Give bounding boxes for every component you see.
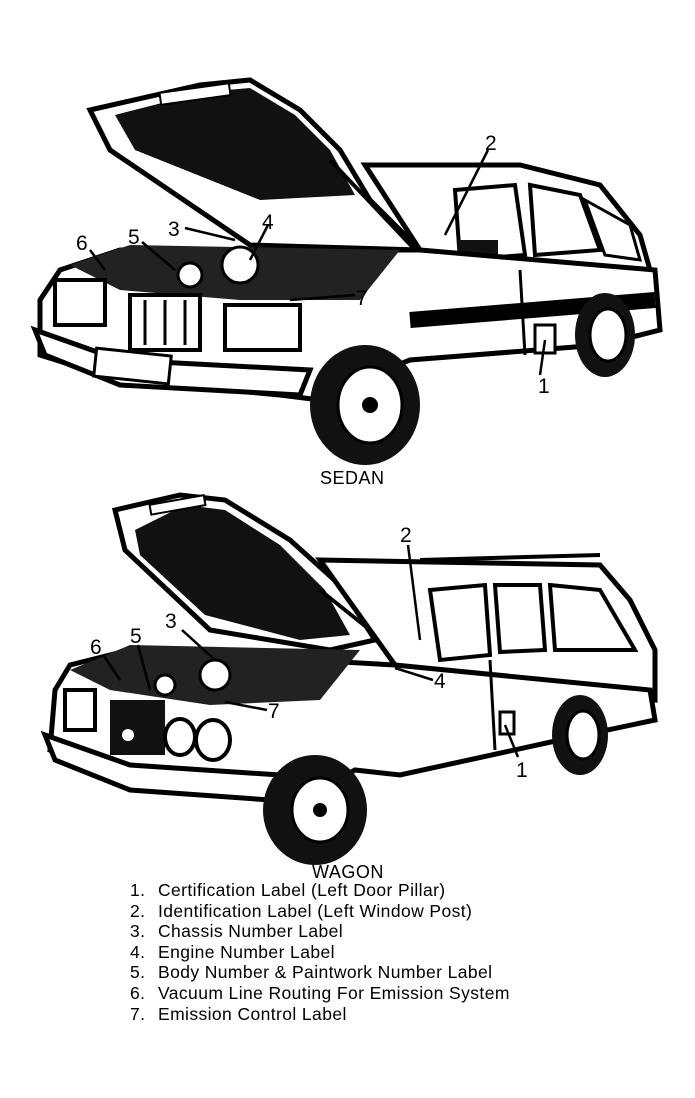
- wagon-roof-rack: [419, 553, 601, 562]
- wagon-pillar-label: [498, 710, 516, 736]
- sedan-right-headlight: [223, 303, 302, 352]
- legend-item: 7. Emission Control Label: [130, 1004, 670, 1025]
- legend-item: 6. Vacuum Line Routing For Emission Syste…: [130, 983, 670, 1004]
- wagon-callout-3: 3: [165, 610, 177, 633]
- wagon-hood-vent: [148, 494, 207, 516]
- wagon-hood-underside: [135, 505, 350, 640]
- sedan-leader-4: [248, 224, 270, 261]
- wagon-callout-6: 6: [90, 636, 102, 659]
- sedan-callout-1: 1: [538, 375, 550, 398]
- sedan-illustration: 1 2 3 4 5 6 7: [0, 60, 695, 500]
- sedan-leader-2: [443, 149, 490, 236]
- sedan-callout-2: 2: [485, 132, 497, 155]
- wagon-callout-4: 4: [434, 670, 446, 693]
- wagon-leader-6: [102, 655, 122, 681]
- legend-number: 3.: [130, 921, 146, 942]
- wagon-left-headlight: [63, 688, 97, 732]
- wagon-callout-1: 1: [516, 759, 528, 782]
- sedan-rear-window: [527, 182, 603, 258]
- wagon-right-headlight-outer: [194, 718, 232, 762]
- sedan-callout-3: 3: [168, 218, 180, 241]
- sedan-door-seam: [518, 269, 527, 356]
- sedan-pillar-label: [533, 323, 557, 355]
- sedan-drawing: 1 2 3 4 5 6 7: [30, 77, 663, 465]
- legend-number: 5.: [130, 962, 146, 983]
- legend-text: Emission Control Label: [158, 1003, 347, 1024]
- legend-text: Body Number & Paintwork Number Label: [158, 962, 493, 983]
- wagon-rear-door-window: [492, 583, 548, 655]
- wagon-rear-wheel: [565, 709, 601, 761]
- sedan-caption: SEDAN: [320, 468, 385, 488]
- sedan-quarter-window: [582, 196, 643, 262]
- sedan-callout-7: 7: [356, 287, 368, 310]
- wagon-right-headlight-inner: [163, 717, 197, 757]
- legend-item: 4. Engine Number Label: [130, 942, 670, 963]
- legend-text: Identification Label (Left Window Post): [158, 900, 473, 921]
- legend-item: 1. Certification Label (Left Door Pillar): [130, 880, 670, 901]
- wagon-caption: WAGON: [312, 862, 384, 882]
- legend-item: 2. Identification Label (Left Window Post…: [130, 901, 670, 922]
- wagon-leader-2: [406, 544, 422, 641]
- wagon-callout-2: 2: [400, 524, 412, 547]
- sedan-leader-5: [141, 241, 176, 271]
- sedan-leader-6: [89, 249, 106, 271]
- legend-list: 1. Certification Label (Left Door Pillar)…: [130, 880, 670, 1024]
- wagon-hood-strut: [318, 588, 372, 632]
- wagon-drawing: 1 2 3 4 5 6 7: [40, 492, 658, 865]
- sedan-hood-strut: [328, 158, 422, 257]
- legend-number: 2.: [130, 900, 146, 921]
- wagon-illustration: 1 2 3 4 5 6 7: [0, 490, 695, 880]
- legend-number: 6.: [130, 982, 146, 1003]
- sedan-engine-part: [176, 261, 204, 289]
- legend-number: 4.: [130, 941, 146, 962]
- sedan-hood-vent: [158, 82, 232, 106]
- wagon-rear-window: [547, 582, 639, 652]
- sedan-rear-wheel: [588, 307, 628, 363]
- legend-text: Vacuum Line Routing For Emission System: [158, 982, 510, 1003]
- sedan-left-headlight: [53, 278, 107, 327]
- legend-number: 7.: [130, 1003, 146, 1024]
- sedan-license-plate: [92, 346, 173, 386]
- wagon-front-window: [427, 582, 493, 663]
- wagon-leader-7: [224, 700, 268, 712]
- wagon-leader-4: [394, 666, 434, 682]
- wagon-grille: [110, 700, 165, 755]
- sedan-leader-1: [538, 339, 547, 376]
- sedan-engine-part: [220, 245, 260, 285]
- legend-item: 3. Chassis Number Label: [130, 921, 670, 942]
- sedan-leader-7: [289, 293, 356, 302]
- wagon-leader-3: [181, 629, 216, 661]
- sedan-hood-underside: [115, 88, 355, 200]
- wagon-callout-5: 5: [130, 625, 142, 648]
- legend-number: 1.: [130, 880, 146, 900]
- sedan-leader-3: [184, 226, 236, 242]
- legend-text: Certification Label (Left Door Pillar): [158, 880, 446, 900]
- wagon-engine-part: [198, 658, 232, 692]
- sedan-callout-5: 5: [128, 226, 140, 249]
- legend-text: Engine Number Label: [158, 941, 335, 962]
- sedan-callout-6: 6: [76, 232, 88, 255]
- wagon-door-seam: [488, 659, 497, 751]
- legend-item: 5. Body Number & Paintwork Number Label: [130, 962, 670, 983]
- sedan-callout-4: 4: [262, 211, 274, 234]
- wagon-leader-5: [136, 644, 152, 691]
- wagon-leader-1: [503, 724, 520, 758]
- legend-text: Chassis Number Label: [158, 921, 344, 942]
- wagon-callout-7: 7: [268, 700, 280, 723]
- wagon-engine-part: [153, 673, 177, 697]
